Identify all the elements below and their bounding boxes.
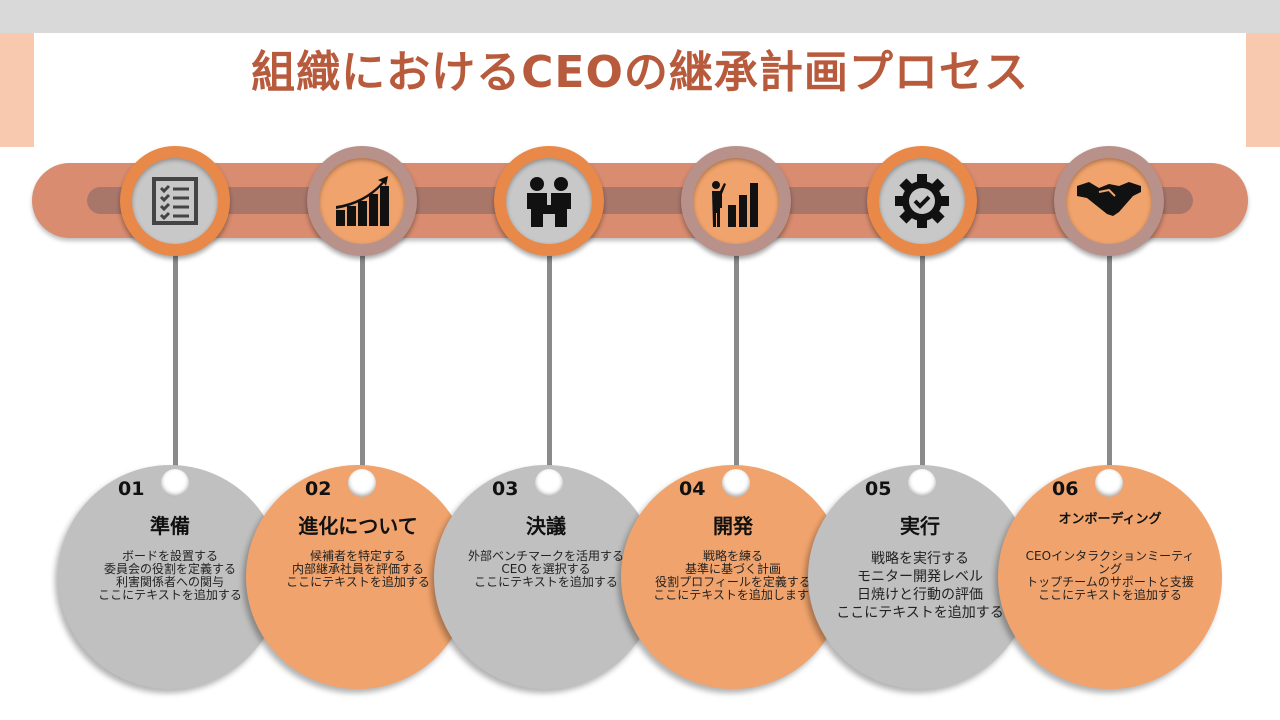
pin-hole (161, 469, 189, 497)
hanging-string (360, 250, 365, 475)
description-line: 利害関係者への関与 (115, 575, 224, 589)
description-line: CEO を選択する (501, 562, 591, 576)
step-heading: 実行 (900, 514, 940, 538)
step-disc (621, 465, 845, 689)
step-number: 01 (118, 478, 145, 500)
step-disc (434, 465, 658, 689)
step-heading: 進化について (298, 514, 418, 538)
description-line: モニター開発レベル (857, 569, 983, 585)
step-description: 戦略を実行するモニター開発レベル日焼けと行動の評価ここにテキストを追加する (835, 550, 1005, 622)
hanging-string (173, 250, 178, 475)
description-line: ここにテキストを追加する (474, 575, 618, 589)
icon-ring (307, 146, 417, 256)
step-heading: 開発 (713, 514, 753, 538)
step-description: 戦略を練る基準に基づく計画役割プロフィールを定義するここにテキストを追加します. (648, 550, 818, 602)
description-line: 戦略を練る (702, 549, 763, 563)
two-businessmen-icon (506, 158, 592, 244)
description-line: 役割プロフィールを定義する (655, 575, 811, 589)
icon-ring (120, 146, 230, 256)
step-disc (998, 465, 1222, 689)
description-line: ここにテキストを追加します. (653, 588, 813, 602)
pin-hole (722, 469, 750, 497)
handshake-icon (1066, 158, 1152, 244)
description-line: ここにテキストを追加する (98, 588, 242, 602)
step-heading: 準備 (150, 514, 190, 538)
hanging-string (1107, 250, 1112, 475)
hanging-string (920, 250, 925, 475)
corner-decoration-right (1246, 0, 1280, 147)
icon-ring (681, 146, 791, 256)
timeline-track (87, 187, 1193, 214)
description-line: 基準に基づく計画 (684, 562, 781, 576)
description-line: ここにテキストを追加する (836, 605, 1004, 621)
step-number: 04 (679, 478, 706, 500)
gear-check-icon (879, 158, 965, 244)
description-line: ここにテキストを追加する (286, 575, 430, 589)
description-line: 委員会の役割を定義する (103, 562, 236, 576)
presenter-chart-icon (693, 158, 779, 244)
step-disc (246, 465, 470, 689)
pin-hole (1095, 469, 1123, 497)
step-heading: オンボーディング (1058, 512, 1162, 527)
step-description: 候補者を特定する内部継承社員を評価するここにテキストを追加する (273, 550, 443, 589)
step-heading: 決議 (526, 514, 566, 538)
description-line: 外部ベンチマークを活用する (467, 549, 624, 563)
icon-ring (494, 146, 604, 256)
pin-hole (908, 469, 936, 497)
step-number: 06 (1052, 478, 1079, 500)
description-line: 候補者を特定する (309, 549, 406, 563)
icon-ring (867, 146, 977, 256)
step-number: 05 (865, 478, 892, 500)
icon-ring (1054, 146, 1164, 256)
hanging-string (734, 250, 739, 475)
step-description: CEOインタラクションミーティングトップチームのサポートと支援ここにテキストを追… (1025, 550, 1195, 602)
step-disc (58, 465, 282, 689)
step-number: 03 (492, 478, 519, 500)
description-line: CEOインタラクションミーティング (1025, 549, 1195, 576)
corner-decoration-left (0, 0, 34, 147)
hanging-string (547, 250, 552, 475)
description-line: ボードを設置する (121, 549, 218, 563)
page-title: 組織におけるCEOの継承計画プロセス (251, 47, 1029, 98)
step-disc (808, 465, 1032, 689)
top-band (0, 0, 1280, 33)
description-line: 内部継承社員を評価する (291, 562, 424, 576)
step-number: 02 (305, 478, 332, 500)
description-line: ここにテキストを追加する (1038, 588, 1182, 602)
pin-hole (348, 469, 376, 497)
pin-hole (535, 469, 563, 497)
description-line: 日焼けと行動の評価 (857, 587, 983, 603)
step-description: ボードを設置する委員会の役割を定義する利害関係者への関与ここにテキストを追加する (85, 550, 255, 602)
checklist-icon (132, 158, 218, 244)
description-line: トップチームのサポートと支援 (1026, 575, 1194, 589)
description-line: 戦略を実行する (871, 551, 969, 567)
growth-chart-icon (319, 158, 405, 244)
